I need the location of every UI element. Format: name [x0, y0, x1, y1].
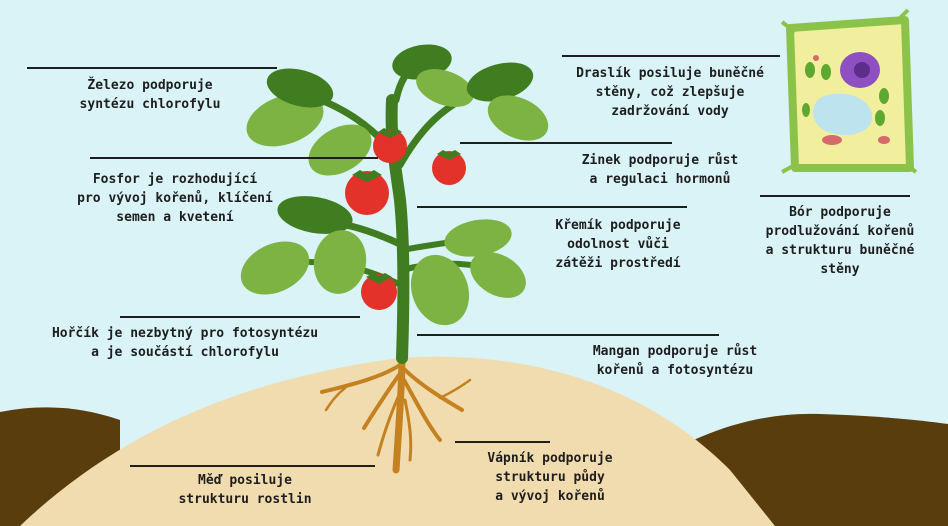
leaf: [416, 69, 474, 107]
silicon-rule: [417, 206, 687, 208]
zinc-label: Zinek podporuje růst a regulaci hormonů: [581, 153, 739, 187]
manganese-label: Mangan podporuje růst kořenů a fotosynté…: [592, 344, 758, 378]
leaf: [470, 252, 526, 298]
tomato-icon: [432, 150, 466, 185]
calcium-label: Vápník podporuje strukturu půdy a vývoj …: [487, 451, 613, 504]
potassium-label: Draslík posiluje buněčné stěny, což zlep…: [576, 66, 764, 119]
leaf: [444, 219, 512, 257]
silicon-label: Křemík podporuje odolnost vůči zátěži pr…: [555, 218, 681, 271]
boron-rule: [760, 195, 910, 197]
tomato-icon: [373, 128, 407, 163]
zinc-rule: [460, 142, 672, 144]
leaf: [308, 124, 372, 176]
leaf: [266, 68, 334, 108]
potassium-rule: [562, 55, 780, 57]
manganese-rule: [417, 334, 719, 336]
tomatoes: [345, 128, 466, 310]
tomato-icon: [345, 170, 389, 215]
magnesium-label: Hořčík je nezbytný pro fotosyntézu a je …: [51, 326, 319, 360]
leaves: [240, 44, 549, 326]
leaf: [240, 241, 310, 295]
root-icon: [320, 351, 472, 474]
vacuole: [813, 93, 873, 136]
leaf: [313, 230, 367, 294]
calcium-rule: [455, 441, 550, 443]
plant-cell-icon: [780, 8, 918, 174]
iron-label: Železo podporuje syntézu chlorofylu: [79, 78, 221, 112]
phosphorus-label: Fosfor je rozhodující pro vývoj kořenů, …: [77, 172, 273, 225]
leaf: [487, 95, 549, 141]
tomato-icon: [361, 273, 397, 310]
leaf: [466, 62, 534, 102]
copper-label: Měď posiluje strukturu rostlin: [178, 473, 312, 507]
phosphorus-rule: [90, 157, 378, 159]
leaf: [410, 254, 470, 326]
boron-label: Bór podporuje prodlužování kořenů a stru…: [765, 205, 915, 277]
magnesium-rule: [120, 316, 360, 318]
leaf: [277, 196, 353, 234]
iron-rule: [27, 67, 277, 69]
copper-rule: [130, 465, 375, 467]
